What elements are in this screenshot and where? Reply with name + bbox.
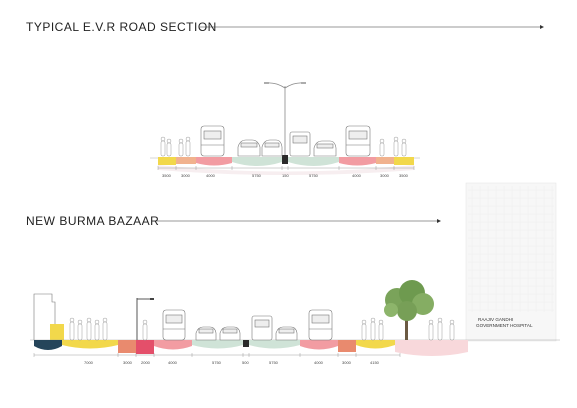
lane-band xyxy=(339,157,376,166)
lane-band xyxy=(118,340,136,353)
dimension-label: 3000 xyxy=(123,360,133,365)
burma-lanes xyxy=(34,340,468,356)
car-icon xyxy=(275,326,298,341)
pedestrian-icon xyxy=(379,138,385,157)
street-light-icon xyxy=(136,298,154,340)
lane-band xyxy=(395,340,468,356)
dimension-labels-burma: 7000 3000 2000 4000 5750 500 5750 4000 3… xyxy=(84,360,380,365)
dimension-label: 3500 xyxy=(399,173,409,178)
pedestrian-icon xyxy=(428,319,434,341)
dimension-labels-evr: 3500 3000 4000 5750 150 5750 4000 3000 3… xyxy=(162,173,409,178)
lane-band xyxy=(338,340,356,352)
lane-band xyxy=(282,155,288,164)
truck-icon xyxy=(289,131,311,157)
bus-icon xyxy=(345,125,371,157)
vehicles-evr xyxy=(200,125,371,157)
lane-band xyxy=(196,157,232,166)
lane-band xyxy=(300,340,338,350)
evr-lanes xyxy=(158,155,414,166)
pedestrians-evr xyxy=(160,136,407,157)
car-icon xyxy=(219,326,241,341)
arrow-line-evr xyxy=(200,25,544,29)
dimension-label: 5750 xyxy=(269,360,279,365)
lane-band xyxy=(288,157,339,166)
lane-band xyxy=(136,340,154,354)
pedestrian-icon xyxy=(77,319,83,341)
lane-band xyxy=(356,340,395,349)
arrow-line-burma xyxy=(152,219,441,223)
lane-band xyxy=(158,157,176,165)
lane-band xyxy=(394,157,414,165)
pedestrian-icon xyxy=(185,136,191,157)
evr-section: 3500 3000 4000 5750 150 5750 4000 3000 3… xyxy=(150,82,420,178)
lane-band xyxy=(34,340,62,350)
burma-section: RAAJIV GANDHI GOVERNMENT HOSPITAL xyxy=(30,182,560,365)
pedestrian-icon xyxy=(86,317,92,341)
lane-band xyxy=(249,340,300,349)
dimension-label: 3500 xyxy=(162,173,172,178)
bus-icon xyxy=(200,125,225,157)
pedestrian-icon xyxy=(160,136,166,157)
section-title-evr: TYPICAL E.V.R ROAD SECTION xyxy=(26,20,217,34)
dimension-label: 3000 xyxy=(181,173,191,178)
pedestrian-icon xyxy=(370,317,376,341)
section-title-burma-bazaar: NEW BURMA BAZAAR xyxy=(26,214,160,228)
building-grid xyxy=(468,186,554,312)
lane-band xyxy=(176,157,196,164)
pedestrian-icon xyxy=(437,317,443,341)
pedestrian-icon xyxy=(166,138,172,157)
lane-band xyxy=(232,157,282,166)
dimension-label: 4000 xyxy=(206,173,216,178)
lane-band xyxy=(243,340,249,347)
pedestrian-icon xyxy=(94,319,100,341)
pedestrians-burma xyxy=(69,317,455,341)
pedestrian-icon xyxy=(178,138,184,157)
street-light-icon xyxy=(264,82,306,155)
dimension-label: 2000 xyxy=(141,360,151,365)
dimension-ticks xyxy=(157,166,415,170)
pedestrian-icon xyxy=(361,319,367,341)
vehicles-burma xyxy=(162,309,333,341)
dimension-label: 4000 xyxy=(168,360,178,365)
truck-icon xyxy=(251,315,273,341)
dimension-label: 5750 xyxy=(252,173,262,178)
dimension-label: 3000 xyxy=(342,360,352,365)
lane-band xyxy=(376,157,394,164)
dimension-label: 4000 xyxy=(314,360,324,365)
hospital-building: RAAJIV GANDHI GOVERNMENT HOSPITAL xyxy=(465,182,557,342)
hospital-label-line1: RAAJIV GANDHI xyxy=(478,317,513,322)
dimension-label: 5750 xyxy=(309,173,319,178)
lane-band xyxy=(62,340,118,349)
lane-band xyxy=(192,340,243,349)
hospital-label-line2: GOVERNMENT HOSPITAL xyxy=(476,323,533,328)
pedestrian-icon xyxy=(69,317,75,341)
lane-band xyxy=(154,340,192,350)
car-icon xyxy=(237,139,261,157)
pedestrian-icon xyxy=(401,138,407,157)
dimension-label: 4150 xyxy=(370,360,380,365)
dimension-label: 5750 xyxy=(212,360,222,365)
dimension-ticks xyxy=(33,353,401,357)
tree-icon xyxy=(384,280,434,340)
bus-icon xyxy=(162,309,186,341)
dimension-label: 3000 xyxy=(380,173,390,178)
dimension-label: 150 xyxy=(282,173,289,178)
pedestrian-icon xyxy=(102,317,108,341)
dimension-label: 4000 xyxy=(352,173,362,178)
car-icon xyxy=(261,139,283,157)
pedestrian-icon xyxy=(393,136,399,157)
pedestrian-icon xyxy=(449,319,455,341)
pedestrian-icon xyxy=(142,319,148,341)
dimension-label: 500 xyxy=(242,360,249,365)
bus-icon xyxy=(308,309,333,341)
shop-building xyxy=(33,293,64,340)
dimension-label: 7000 xyxy=(84,360,94,365)
pedestrian-icon xyxy=(378,319,384,341)
car-icon xyxy=(195,326,217,341)
car-icon xyxy=(313,140,337,157)
